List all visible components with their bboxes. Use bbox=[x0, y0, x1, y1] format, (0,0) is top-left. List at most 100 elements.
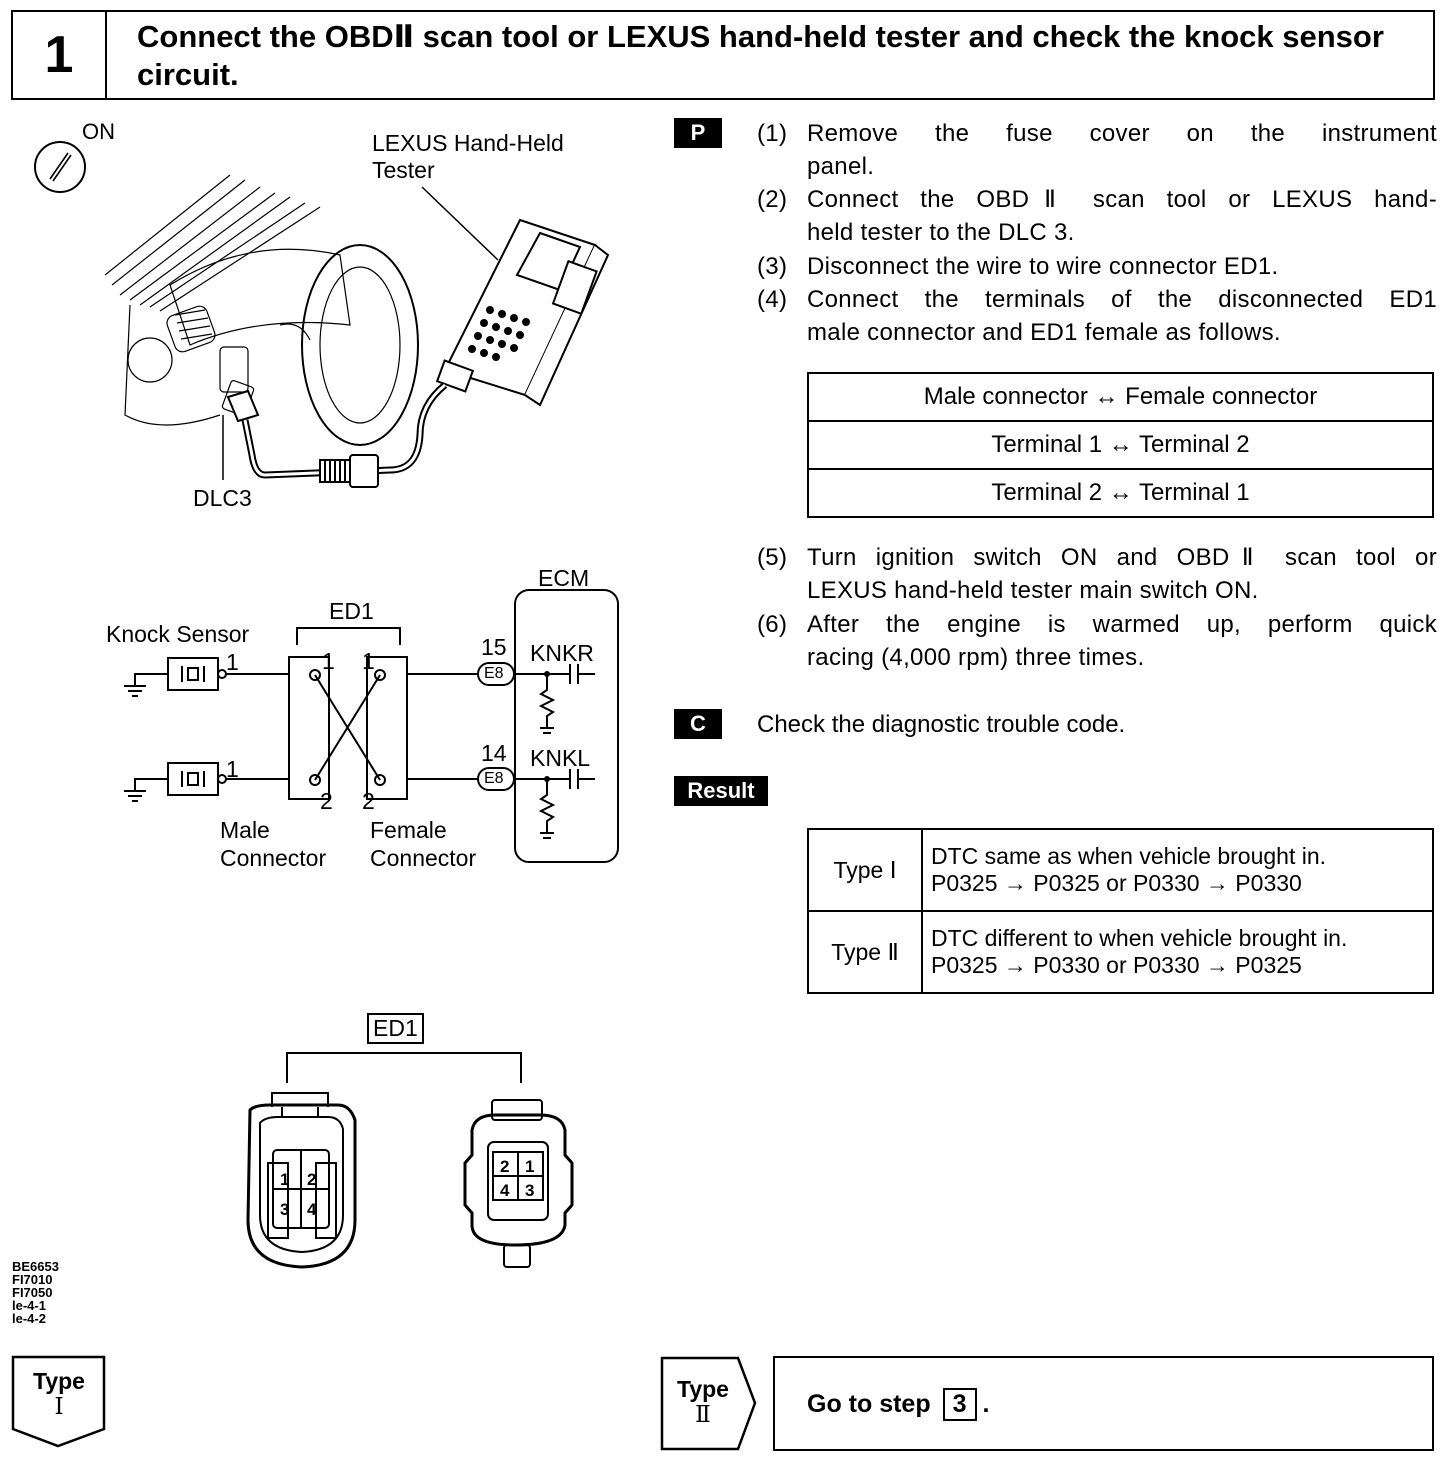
right-pin-4: 4 bbox=[500, 1181, 510, 1200]
female-pin-bottom: 2 bbox=[362, 788, 375, 814]
tester-connection-illustration bbox=[34, 141, 610, 488]
cable-connector bbox=[319, 454, 379, 488]
goto-label: Go to step bbox=[807, 1390, 931, 1418]
step-text-line: panel. bbox=[807, 153, 875, 180]
left-pin-4: 4 bbox=[307, 1200, 317, 1219]
result-line: P0325 → P0330 or P0330 → P0325 bbox=[931, 952, 1302, 978]
check-badge: C bbox=[674, 709, 722, 739]
connector-view-bracket bbox=[286, 1052, 522, 1083]
procedure-badge: P bbox=[674, 118, 722, 148]
step-text-line: Disconnect the wire to wire connector ED… bbox=[807, 253, 1279, 280]
sensor2-pin-number: 1 bbox=[226, 756, 239, 782]
step-text-line: racing (4,000 rpm) three times. bbox=[807, 644, 1145, 671]
left-pin-3: 3 bbox=[280, 1200, 289, 1219]
goto-text-row: Go to step 3. bbox=[807, 1388, 989, 1421]
figure-code: le-4-2 bbox=[12, 1311, 46, 1326]
connection-table-row: Terminal 2 ↔ Terminal 1 bbox=[807, 468, 1434, 518]
goto-step-box: Go to step 3. bbox=[773, 1356, 1434, 1451]
ecm-label: ECM bbox=[538, 565, 590, 591]
ed1-bracket bbox=[296, 627, 401, 645]
result-table: Type Ⅰ DTC same as when vehicle brought … bbox=[807, 828, 1434, 994]
step-text-line: Connect the OBDⅡ scan tool or LEXUS hand… bbox=[807, 186, 1437, 213]
result-type-cell: Type Ⅰ bbox=[807, 828, 923, 912]
figure-code: FI7050 bbox=[12, 1285, 53, 1300]
female-connector-body bbox=[366, 656, 408, 800]
figure-code: le-4-1 bbox=[12, 1298, 46, 1313]
male-pin-bottom: 2 bbox=[320, 788, 333, 814]
knkl-label: KNKL bbox=[530, 745, 591, 771]
right-pin-1: 1 bbox=[525, 1157, 534, 1176]
ecm-box bbox=[514, 589, 619, 863]
right-pin-2: 2 bbox=[500, 1157, 509, 1176]
type2-label: Type Ⅱ bbox=[662, 1376, 744, 1428]
result-line: DTC same as when vehicle brought in. bbox=[931, 843, 1327, 869]
step-number-label: (5) bbox=[757, 544, 788, 571]
step-text-line: Turn ignition switch ON and OBDⅡ scan to… bbox=[807, 544, 1437, 571]
type1-numeral: Ⅰ bbox=[54, 1394, 64, 1420]
male-pin-top: 1 bbox=[322, 648, 335, 674]
left-pin-2: 2 bbox=[307, 1170, 316, 1189]
right-pin-3: 3 bbox=[525, 1181, 534, 1200]
male-connector-label-line1: Male bbox=[220, 817, 270, 843]
step-number-label: (4) bbox=[757, 286, 788, 313]
left-pin-1: 1 bbox=[280, 1170, 289, 1189]
male-connector-body bbox=[288, 656, 330, 800]
type2-numeral: Ⅱ bbox=[695, 1402, 711, 1428]
goto-period: . bbox=[982, 1390, 990, 1418]
ecm-pin-14: 14 bbox=[481, 740, 507, 766]
ed1-connector-label: ED1 bbox=[367, 1013, 424, 1044]
knock-sensor-2 bbox=[167, 762, 219, 796]
result-description-cell: DTC same as when vehicle brought in. P03… bbox=[921, 828, 1434, 912]
terminal-connection-table: Male connector ↔ Female connector Termin… bbox=[807, 372, 1434, 518]
result-line: DTC different to when vehicle brought in… bbox=[931, 925, 1348, 951]
step-title: Connect the OBDⅡ scan tool or LEXUS hand… bbox=[137, 19, 1384, 92]
tester-label-line2: Tester bbox=[372, 157, 435, 183]
female-pin-top: 1 bbox=[362, 648, 375, 674]
step-number: 1 bbox=[13, 12, 107, 98]
connection-table-header: Male connector ↔ Female connector bbox=[807, 372, 1434, 422]
female-connector-label-line1: Female bbox=[370, 817, 447, 843]
step-number-label: (6) bbox=[757, 611, 788, 638]
ecm-connector-e8-bottom: E8 bbox=[484, 770, 504, 787]
step-text-line: After the engine is warmed up, perform q… bbox=[807, 611, 1437, 638]
tester-label-line1: LEXUS Hand-Held bbox=[372, 130, 564, 156]
figure-codes: BE6653 FI7010 FI7050 le-4-1 le-4-2 bbox=[12, 1260, 59, 1325]
step-number-label: (3) bbox=[757, 253, 788, 280]
step-text-line: Remove the fuse cover on the instrument bbox=[807, 120, 1437, 147]
ecm-pin-15: 15 bbox=[481, 634, 507, 660]
type2-arrow-icon bbox=[660, 1356, 757, 1451]
ed1-connector-view: 1 2 3 4 2 1 4 3 bbox=[246, 1052, 574, 1269]
knkr-label: KNKR bbox=[530, 640, 594, 666]
ecm-connector-e8-top: E8 bbox=[484, 665, 504, 682]
step-header: 1 Connect the OBDⅡ scan tool or LEXUS ha… bbox=[11, 10, 1435, 100]
figure-code: FI7010 bbox=[12, 1272, 53, 1287]
step-text-line: male connector and ED1 female as follows… bbox=[807, 319, 1281, 346]
step-text-line: LEXUS hand-held tester main switch ON. bbox=[807, 577, 1259, 604]
check-text: Check the diagnostic trouble code. bbox=[757, 711, 1126, 738]
hand-held-tester-drawing bbox=[435, 218, 610, 407]
ignition-switch-icon bbox=[34, 141, 86, 193]
knock-sensor-circuit-diagram bbox=[124, 589, 619, 863]
figure-code: BE6653 bbox=[12, 1259, 59, 1274]
sensor1-pin-number: 1 bbox=[226, 649, 239, 675]
ignition-on-label: ON bbox=[82, 119, 115, 144]
type1-word: Type bbox=[33, 1368, 85, 1394]
step-number-label: (2) bbox=[757, 186, 788, 213]
dlc3-plug bbox=[226, 389, 260, 423]
male-connector-label-line2: Connector bbox=[220, 845, 327, 871]
result-description-cell: DTC different to when vehicle brought in… bbox=[921, 910, 1434, 994]
ed1-circuit-label: ED1 bbox=[329, 598, 374, 624]
knock-sensor-1 bbox=[167, 657, 219, 691]
result-badge: Result bbox=[674, 776, 768, 806]
step-text-line: Connect the terminals of the disconnecte… bbox=[807, 286, 1437, 313]
connection-table-row: Terminal 1 ↔ Terminal 2 bbox=[807, 420, 1434, 470]
type2-word: Type bbox=[677, 1376, 729, 1402]
knock-sensor-label: Knock Sensor bbox=[106, 621, 250, 647]
dashboard-drawing bbox=[104, 174, 419, 446]
step-text-line: held tester to the DLC 3. bbox=[807, 219, 1075, 246]
female-connector-label-line2: Connector bbox=[370, 845, 477, 871]
dlc3-label: DLC3 bbox=[193, 485, 252, 511]
goto-step-link[interactable]: 3 bbox=[942, 1388, 977, 1421]
type1-pentagon-icon bbox=[11, 1355, 106, 1448]
result-line: P0325 → P0325 or P0330 → P0330 bbox=[931, 870, 1302, 896]
